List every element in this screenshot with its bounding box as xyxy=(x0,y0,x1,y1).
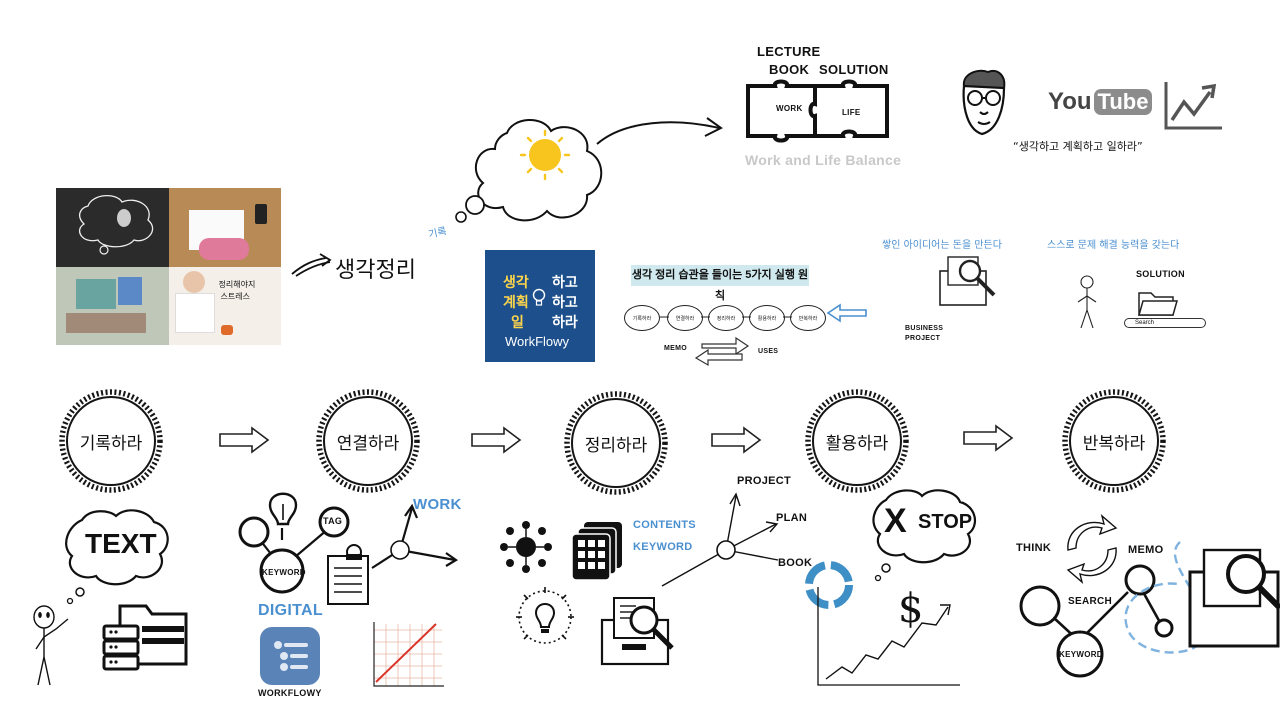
contents-label: CONTENTS xyxy=(633,519,696,531)
step-repeat: 반복하라 xyxy=(1082,433,1146,453)
workflowy-app-icon xyxy=(260,627,320,685)
solve-caption: 스스로 문제 해결 능력을 갖는다 xyxy=(1047,240,1180,251)
sun-cloud-icon xyxy=(455,118,603,223)
text-thought-bubble xyxy=(65,509,169,605)
puzzle-icon xyxy=(746,79,889,143)
book-label: BOOK xyxy=(769,62,810,77)
thought-organize-label: 생각정리 xyxy=(335,258,416,283)
book-brand: WorkFlowy xyxy=(505,334,570,349)
solution-label: SOLUTION xyxy=(819,62,889,77)
digital-label: DIGITAL xyxy=(258,602,323,619)
step-connect: 연결하라 xyxy=(336,433,400,453)
photo-messy-room xyxy=(56,266,169,345)
step-organize: 정리하라 xyxy=(584,435,648,455)
photo-caption-2: 스트레스 xyxy=(220,291,250,301)
growth-dollar-chart xyxy=(817,587,960,686)
keyword-label-3: KEYWORD xyxy=(1059,650,1103,659)
business-label: BUSINESS xyxy=(905,325,944,332)
mini-step-5: 반복하라 xyxy=(790,305,826,331)
search-label: SEARCH xyxy=(1068,596,1113,607)
swap-arrows-icon xyxy=(694,336,750,367)
text-bubble-label: TEXT xyxy=(85,528,157,559)
search-document-icon-2 xyxy=(600,597,674,666)
bulb-icon xyxy=(532,288,546,306)
idea-burst-icon xyxy=(516,587,574,644)
search-bar[interactable]: Search xyxy=(1124,318,1206,328)
stick-figure-icon xyxy=(33,605,69,686)
stop-x-mark: X xyxy=(884,502,907,540)
memo-label: MEMO xyxy=(664,345,687,352)
plan-label: PLAN xyxy=(776,512,808,524)
red-line-chart-icon xyxy=(373,622,444,687)
cycle-icon xyxy=(805,561,853,609)
lecture-label: LECTURE xyxy=(757,44,821,59)
photo-desk xyxy=(168,188,281,267)
photo-stressed-man: 정리해야지 스트레스 xyxy=(168,266,281,345)
dollar-sign: $ xyxy=(898,586,924,632)
puzzle-life-label: LIFE xyxy=(842,108,861,117)
workflowy-label: WORKFLOWY xyxy=(258,688,322,698)
mini-step-2: 연결하라 xyxy=(667,305,703,331)
project-label-bottom: PROJECT xyxy=(737,475,792,487)
mini-step-1: 기록하라 xyxy=(624,305,660,331)
workflowy-book-cover: 생각 하고 계획 하고 일 하라 WorkFlowy xyxy=(485,250,595,362)
calculator-cards-icon xyxy=(571,522,622,581)
puzzle-work-label: WORK xyxy=(776,104,803,113)
hub-icon xyxy=(500,521,552,573)
photo-caption-1: 정리해야지 xyxy=(218,279,256,289)
mini-step-3: 정리하라 xyxy=(708,305,744,331)
search-placeholder: Search xyxy=(1135,320,1155,326)
search-document-icon xyxy=(939,256,996,306)
quote-text: “생각하고 계획하고 일하라” xyxy=(1013,140,1143,153)
folder-icon xyxy=(1138,292,1178,316)
photo-lightbulb xyxy=(56,188,169,267)
mini-step-4: 활용하라 xyxy=(749,305,785,331)
thinking-person-icon xyxy=(1077,275,1097,329)
double-arrow xyxy=(291,253,332,277)
memo-label-bottom: MEMO xyxy=(1128,544,1164,556)
curved-arrow xyxy=(596,117,723,145)
work-label: WORK xyxy=(413,496,462,513)
left-arrow-icon xyxy=(826,303,867,323)
idea-caption: 쌓인 아이디어는 돈을 만든다 xyxy=(882,240,1002,251)
keyword-label-2: KEYWORD xyxy=(633,541,693,553)
solution-label-mid: SOLUTION xyxy=(1136,269,1185,279)
tag-label: TAG xyxy=(323,516,343,526)
book-label-bottom: BOOK xyxy=(778,557,813,569)
step-utilize: 활용하라 xyxy=(825,433,889,453)
balance-label: Work and Life Balance xyxy=(745,152,902,168)
uses-label: USES xyxy=(758,348,779,355)
stop-cloud-icon xyxy=(872,489,977,582)
principles-banner: 생각 정리 습관을 들이는 5가지 실행 원칙 xyxy=(631,265,809,302)
keyword-label-1: KEYWORD xyxy=(262,568,306,577)
project-label: PROJECT xyxy=(905,335,941,342)
face-icon xyxy=(962,69,1006,136)
refresh-arrows-icon xyxy=(1066,514,1118,584)
photo-collage: 정리해야지 스트레스 xyxy=(56,188,281,345)
think-label: THINK xyxy=(1016,542,1052,554)
youtube-logo: You Tube xyxy=(1048,88,1153,116)
server-folder-icon xyxy=(102,604,188,671)
stop-label: STOP xyxy=(918,511,973,533)
growth-chart-icon xyxy=(1164,82,1222,130)
step-record: 기록하라 xyxy=(79,433,143,453)
